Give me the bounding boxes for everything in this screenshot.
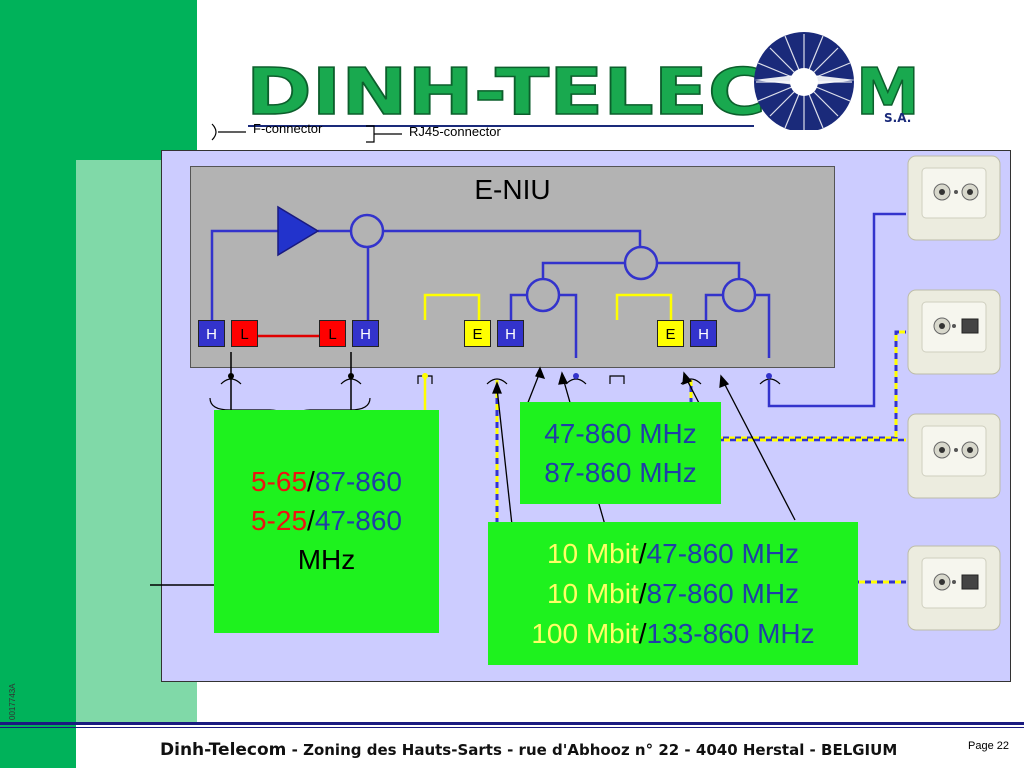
footer-address-text: - Zoning des Hauts-Sarts - rue d'Abhooz … [286,741,898,759]
frequency-unit: MHz [297,544,356,575]
frequency-box-middle [520,402,721,504]
frequency-line: 5-65/87-860 [250,466,402,497]
frequency-line: 47-860 MHz [544,418,697,449]
rate-line: 10 Mbit/87-860 MHz [546,578,800,609]
eniu-port-e: E [464,320,491,347]
legend-f-connector: F-connector [253,121,323,136]
eniu-port-h: H [198,320,225,347]
legend-rj45-connector: RJ45-connector [409,124,501,139]
frequency-box-bottom-text: 10 Mbit/47-860 MHz 10 Mbit/87-860 MHz 10… [488,534,858,654]
splitter-icon [525,277,561,313]
eniu-port-l: L [319,320,346,347]
splitter-icon [721,277,757,313]
svg-text:M: M [856,56,920,130]
svg-text:DINH-TELEC: DINH-TELEC [246,56,766,130]
eniu-title: E-NIU [474,174,551,205]
eniu-port-h: H [497,320,524,347]
footer-address: Dinh-Telecom - Zoning des Hauts-Sarts - … [160,740,897,760]
amplifier-icon [277,205,320,257]
frequency-line: 87-860 MHz [544,457,697,488]
eniu-port-h: H [352,320,379,347]
rj45-connector-icon [366,125,402,143]
eniu-port-h: H [690,320,717,347]
footer-divider [0,722,1024,725]
wall-outlet-rj45-icon [907,289,1001,375]
wall-outlet-rj45-icon [907,545,1001,631]
footer-company: Dinh-Telecom [160,740,287,760]
frequency-box-middle-text: 47-860 MHz 87-860 MHz [520,414,721,492]
company-logo: DINH-TELEC M S.A. [245,32,920,130]
sidebar-strip [76,0,197,160]
frequency-box-bottom [488,522,858,665]
frequency-box-left [214,410,439,633]
rate-line: 10 Mbit/47-860 MHz [546,538,800,569]
frequency-box-left-text: 5-65/87-860 5-25/47-860 MHz [214,462,439,579]
eniu-port-e: E [657,320,684,347]
page-number: Page 22 [968,740,1009,752]
rate-line: 100 Mbit/133-860 MHz [531,618,815,649]
sidebar-dark [0,0,76,768]
logo-suffix: S.A. [884,111,911,125]
f-connector-icon [211,123,246,141]
frequency-line: 5-25/47-860 [250,505,402,536]
splitter-icon [623,245,659,281]
splitter-icon [349,213,385,249]
eniu-port-l: L [231,320,258,347]
wall-outlet-coax-icon [907,155,1001,241]
wall-outlet-coax-icon [907,413,1001,499]
footer-divider-thin [0,727,1024,728]
globe-icon [754,32,856,130]
